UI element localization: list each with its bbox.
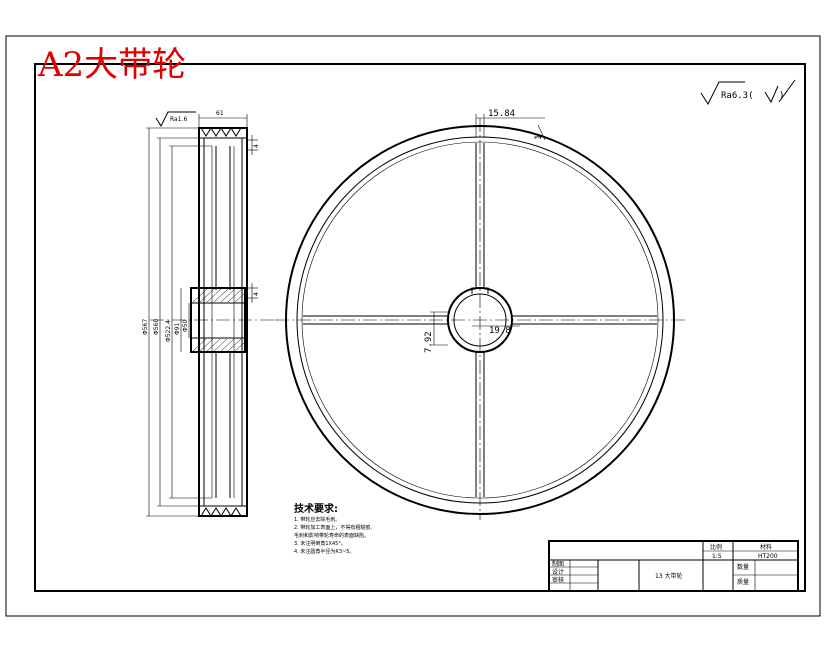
drawing-title: A2大带轮 xyxy=(37,45,186,85)
tb-weight: 质量 xyxy=(737,578,749,586)
title-block xyxy=(548,540,799,592)
notes-title: 技术要求: xyxy=(294,502,338,515)
front-dim-key-width: 15.84 xyxy=(488,109,515,119)
roughness-main-tail: ) xyxy=(779,91,784,101)
notes-item-4: 3. 未注明倒角1X45°。 xyxy=(294,540,346,547)
side-dim-width: 61 xyxy=(216,110,224,117)
tb-part-name: 13 大带轮 xyxy=(655,572,683,580)
notes-item-2: 2. 带轮加工表面上，不得有粗糙痕, xyxy=(294,524,372,531)
sheet-outer-border xyxy=(5,35,821,617)
side-dim-d1: Φ567 xyxy=(142,319,149,335)
roughness-symbol-main: Ra6.3( ) xyxy=(700,79,796,106)
front-view xyxy=(275,114,685,520)
side-dim-d2: Φ560 xyxy=(153,319,160,335)
tb-material-value: HT200 xyxy=(758,553,778,560)
roughness-main-label: Ra6.3( xyxy=(721,91,754,101)
side-dim-d5: Φ50 xyxy=(182,319,189,332)
notes-item-3: 毛刺和影响带轮寿命的表面缺陷。 xyxy=(294,532,369,539)
front-dim-hub: 7.92 xyxy=(424,331,434,353)
tb-qty: 数量 xyxy=(737,563,749,571)
tb-material-label: 材料 xyxy=(760,543,772,551)
side-dim-d3: Φ522.4 xyxy=(165,320,172,342)
tb-design: 设计 xyxy=(552,568,564,576)
side-dim-d4: Φ91 xyxy=(174,322,181,335)
tb-drawn: 制图 xyxy=(552,560,564,568)
sheet-inner-border xyxy=(34,63,806,592)
notes-item-1: 1. 带轮应去除毛刺。 xyxy=(294,516,340,523)
front-dim-t: 1 xyxy=(534,135,544,140)
tb-check: 审核 xyxy=(552,576,564,584)
front-dim-keyway: 19.8 xyxy=(489,326,511,336)
notes-item-5: 4. 未注圆角半径为R3~5。 xyxy=(294,548,354,555)
side-view xyxy=(146,111,275,517)
side-dim-4-hub: 4 xyxy=(253,292,260,296)
technical-notes: 技术要求: 1. 带轮应去除毛刺。 2. 带轮加工表面上，不得有粗糙痕, 毛刺和… xyxy=(294,502,372,555)
side-dim-4-top: 4 xyxy=(253,144,260,148)
tb-scale-value: 1:5 xyxy=(712,553,722,560)
tb-scale-label: 比例 xyxy=(710,543,722,551)
side-roughness: Ra1.6 xyxy=(170,116,187,123)
